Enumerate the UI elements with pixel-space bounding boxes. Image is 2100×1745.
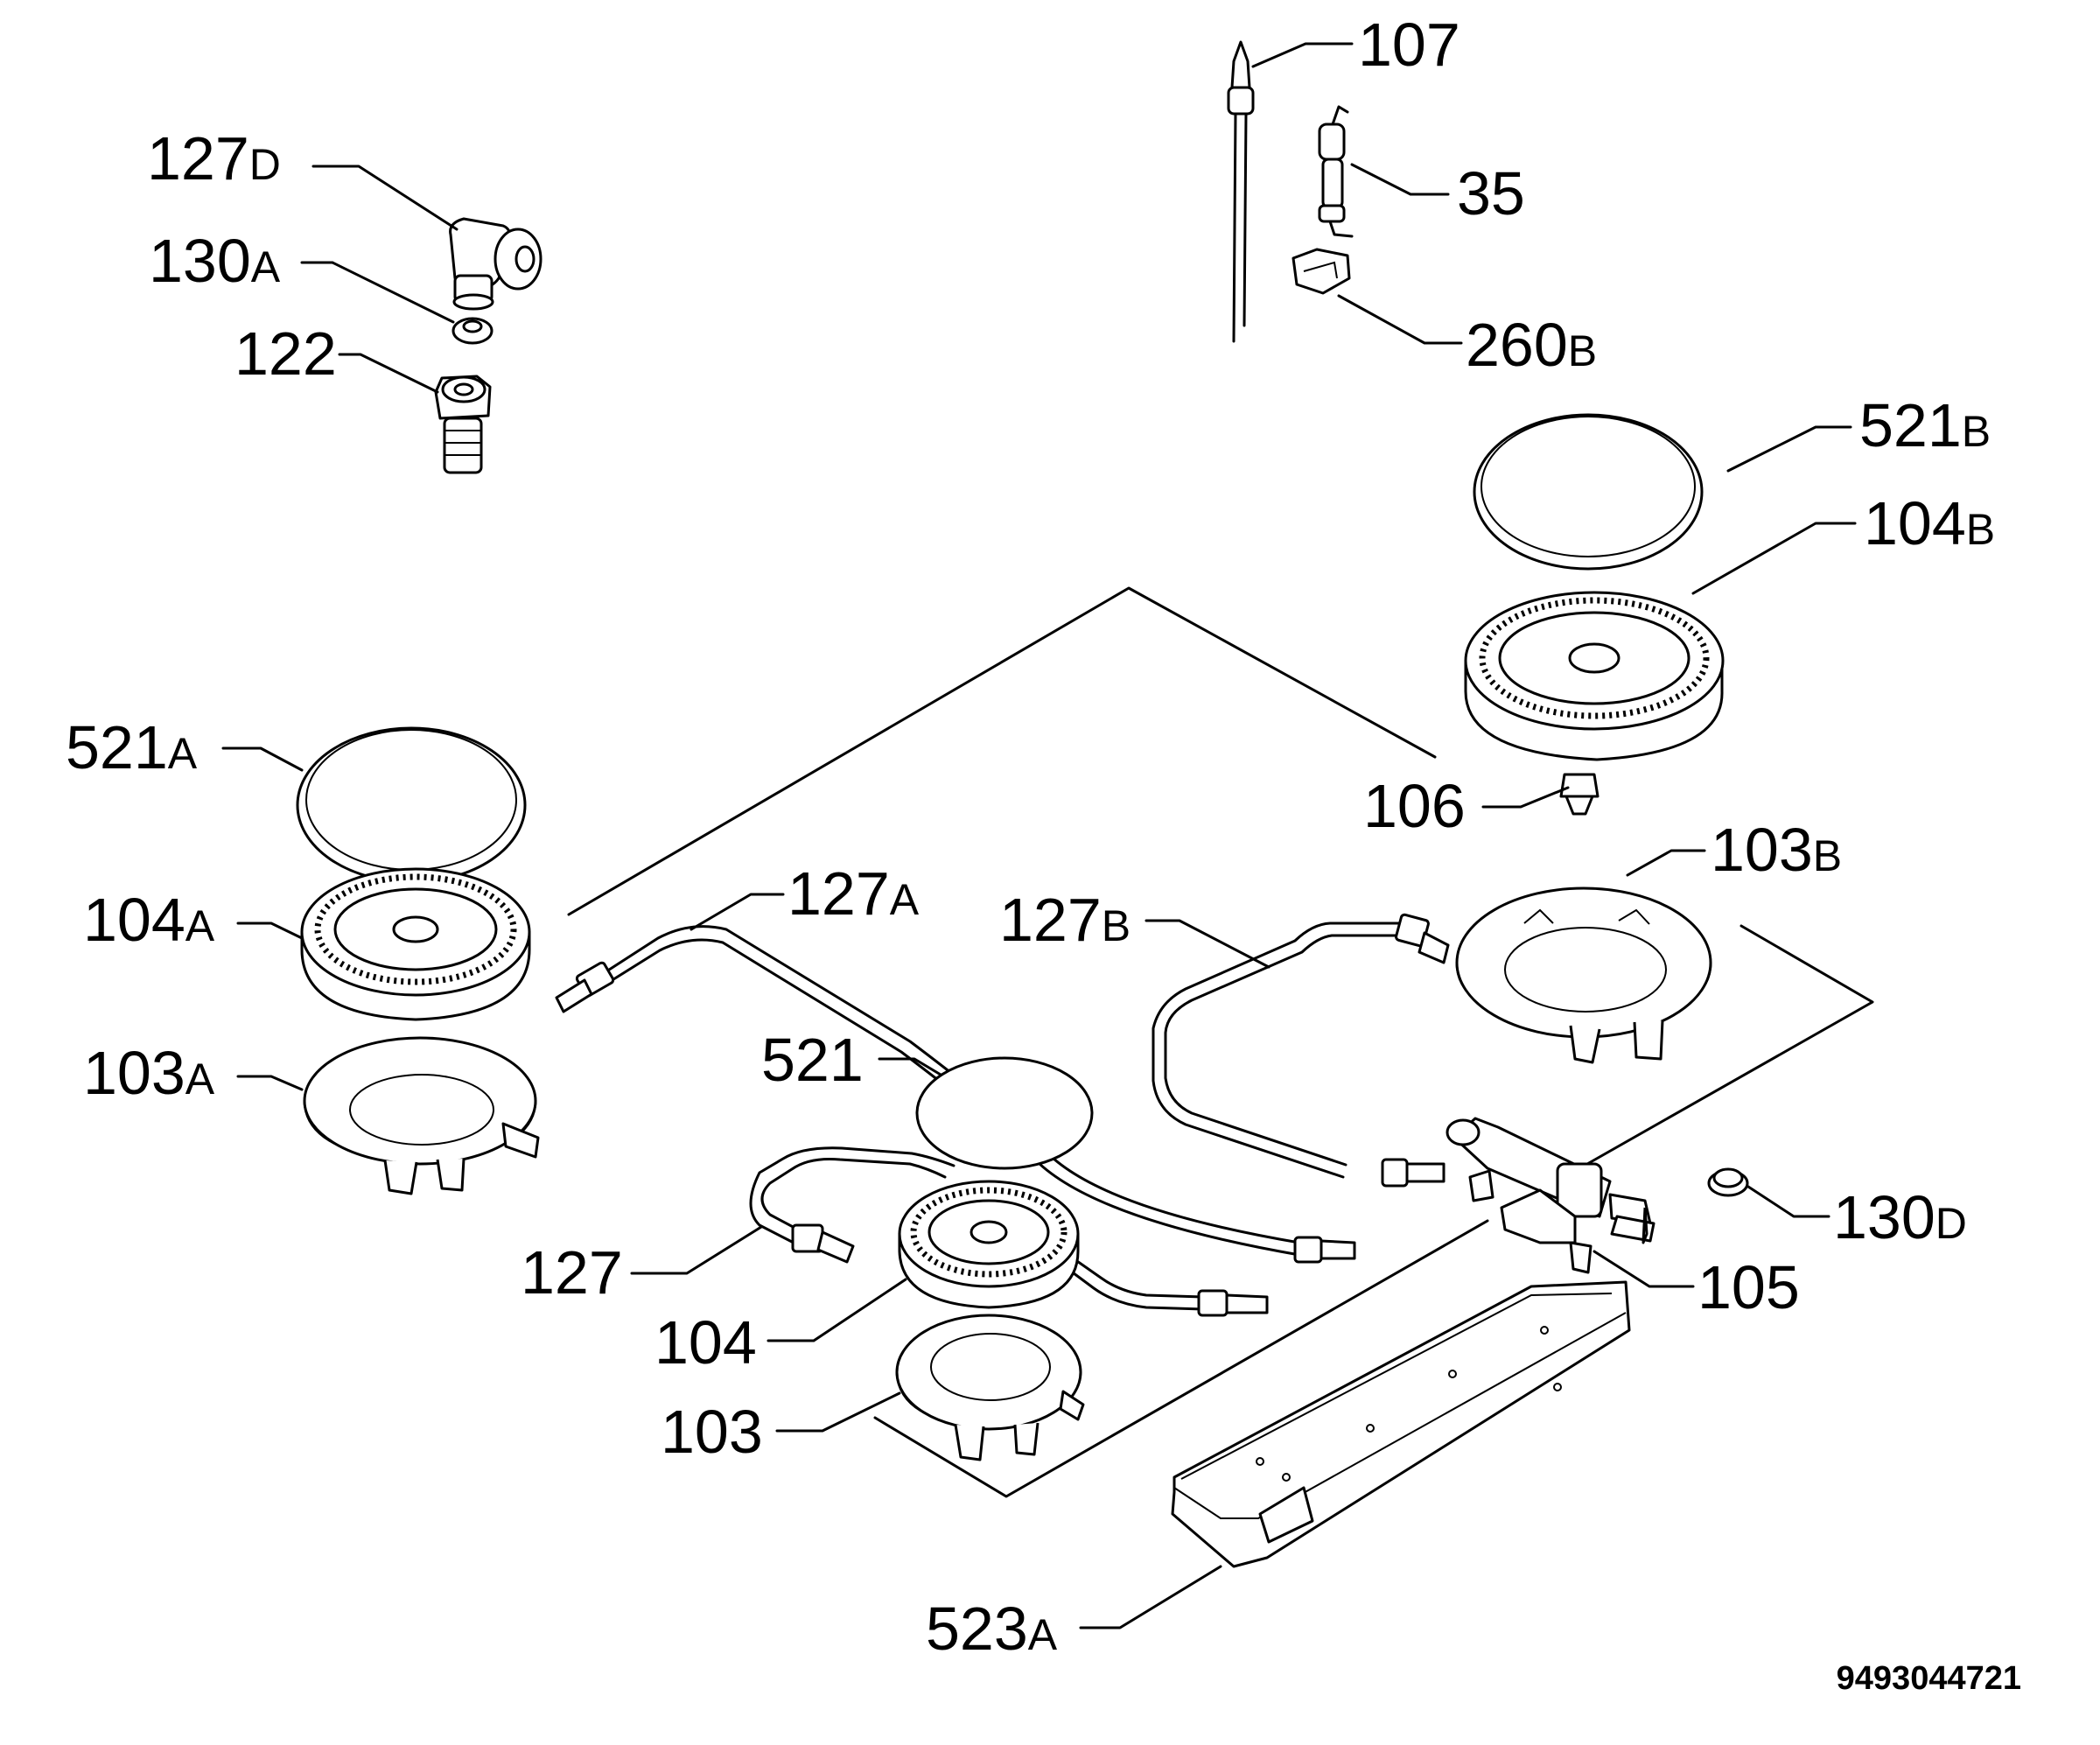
label-127d: 127D <box>147 124 281 193</box>
label-127a: 127A <box>788 859 920 928</box>
drawing-code: 9493044721 <box>1837 1660 2021 1697</box>
label-107: 107 <box>1358 11 1460 79</box>
label-260b: 260B <box>1466 311 1597 379</box>
burner-crown-104b <box>1464 591 1725 761</box>
injector-106 <box>1559 773 1600 816</box>
burner-base-103a <box>303 1036 540 1195</box>
label-103b: 103B <box>1711 816 1842 884</box>
electrode-35 <box>1318 105 1354 238</box>
label-521: 521 <box>761 1026 864 1094</box>
label-122: 122 <box>234 319 337 388</box>
label-105: 105 <box>1698 1253 1800 1321</box>
label-103a: 103A <box>83 1039 215 1107</box>
label-104a: 104A <box>83 886 215 954</box>
burner-cap-521b <box>1473 413 1704 571</box>
connector-122 <box>434 375 492 474</box>
label-521a: 521A <box>66 713 198 781</box>
label-104: 104 <box>654 1308 757 1377</box>
burner-crown-104a <box>300 867 531 1021</box>
label-521b: 521B <box>1859 391 1991 459</box>
label-106: 106 <box>1363 772 1466 840</box>
support-rail-523a <box>1171 1280 1631 1568</box>
leader-lines <box>221 42 1857 1629</box>
gas-pipe-127 <box>749 1146 1269 1317</box>
gas-valve-105 <box>1446 1117 1656 1274</box>
clip-260b <box>1292 248 1351 295</box>
grommet-130d <box>1707 1167 1749 1197</box>
label-103: 103 <box>661 1398 763 1466</box>
washer-130a <box>452 317 494 345</box>
label-130d: 130D <box>1833 1183 1967 1251</box>
burner-base-103 <box>895 1314 1085 1461</box>
burner-cap-521 <box>915 1056 1094 1170</box>
hob-outline <box>567 586 1874 1498</box>
label-127: 127 <box>521 1238 623 1307</box>
elbow-fitting-127d <box>449 217 542 311</box>
label-130a: 130A <box>149 227 281 295</box>
gas-pipe-127b <box>1152 913 1450 1188</box>
label-35: 35 <box>1457 159 1525 228</box>
label-523a: 523A <box>926 1594 1058 1663</box>
label-104b: 104B <box>1864 489 1995 557</box>
label-127b: 127B <box>999 886 1130 954</box>
thermocouple-107 <box>1227 40 1255 343</box>
burner-base-103b <box>1455 887 1712 1064</box>
burner-crown-104 <box>898 1180 1080 1309</box>
burner-cap-521a <box>296 726 527 884</box>
part-labels: 127D 130A 122 107 35 260B 521B 104B 521A… <box>66 11 2021 1697</box>
